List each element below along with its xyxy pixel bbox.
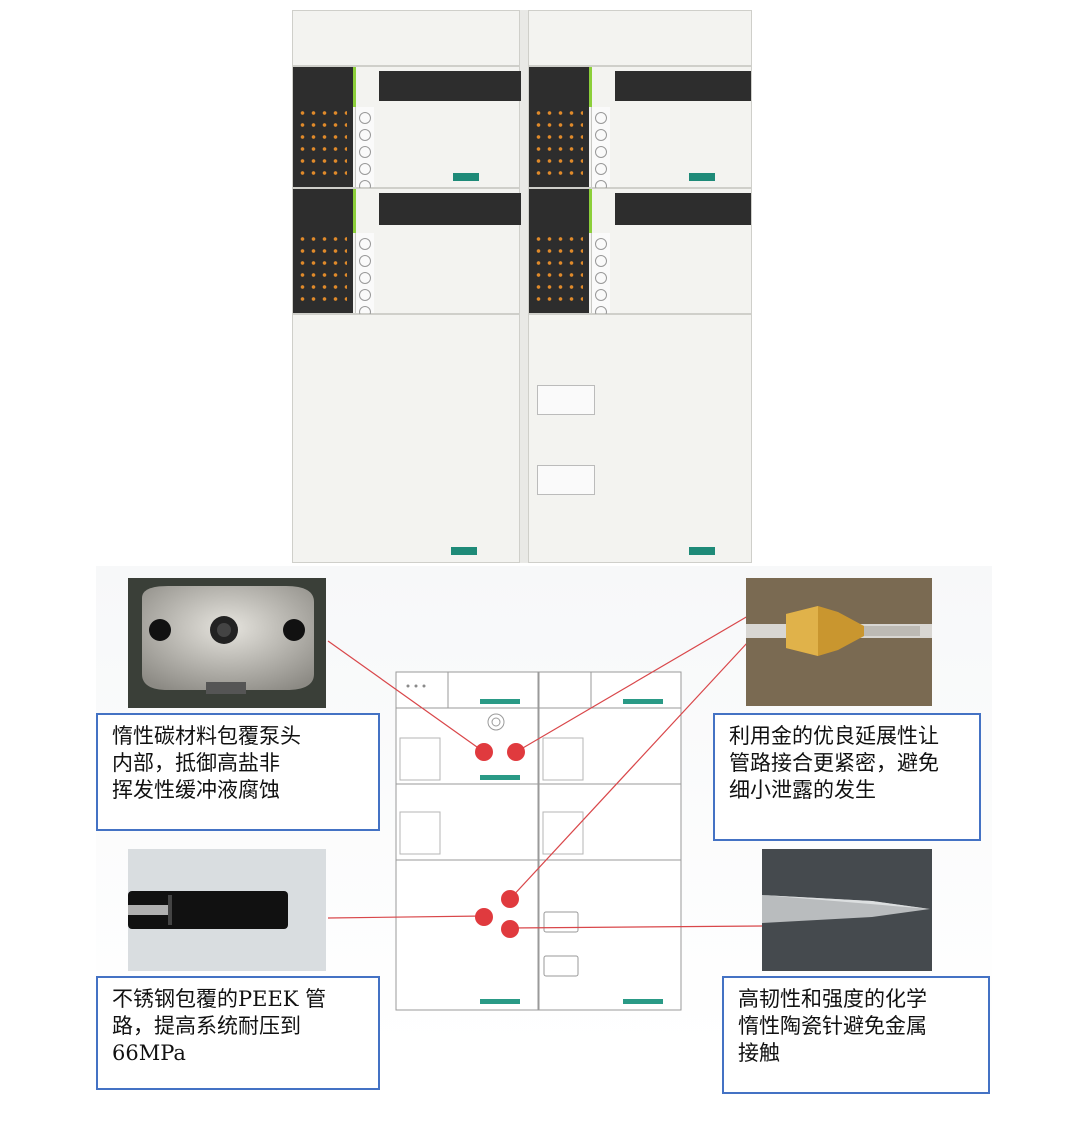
callout-ceramic-needle: 高韧性和强度的化学 惰性陶瓷针避免金属 接触 [722,976,990,1094]
autosampler-cabinet [528,314,752,563]
peek-tube-photo [128,849,326,971]
callout-pump-head: 惰性碳材料包覆泵头 内部，抵御高盐非 挥发性缓冲液腐蚀 [96,713,380,831]
column-oven-cabinet [292,314,520,563]
callout-gold-fitting: 利用金的优良延展性让 管路接合更紧密，避免 细小泄露的发生 [713,713,981,841]
pump-head-photo [128,578,326,708]
detector-top-unit [292,10,520,66]
marker-gold-fitting [507,743,525,761]
hplc-system-photo [292,10,752,563]
pump-module-4 [528,188,752,318]
pump-module-2 [292,188,521,318]
ceramic-needle-photo [762,849,932,971]
marker-pump-head [475,743,493,761]
pump-module-1 [292,66,521,192]
gold-fitting-photo [746,578,932,706]
marker-ceramic-needle [501,920,519,938]
component-diagram: 惰性碳材料包覆泵头 内部，抵御高盐非 挥发性缓冲液腐蚀 利用金的优良延展性让 管… [96,566,992,1094]
autosampler-top-unit [528,10,752,66]
marker-peek-tube [475,908,493,926]
callout-peek-tube: 不锈钢包覆的PEEK 管 路，提高系统耐压到 66MPa [96,976,380,1090]
leader-lines [327,615,763,929]
pump-module-3 [528,66,752,192]
marker-fitting-lower [501,890,519,908]
